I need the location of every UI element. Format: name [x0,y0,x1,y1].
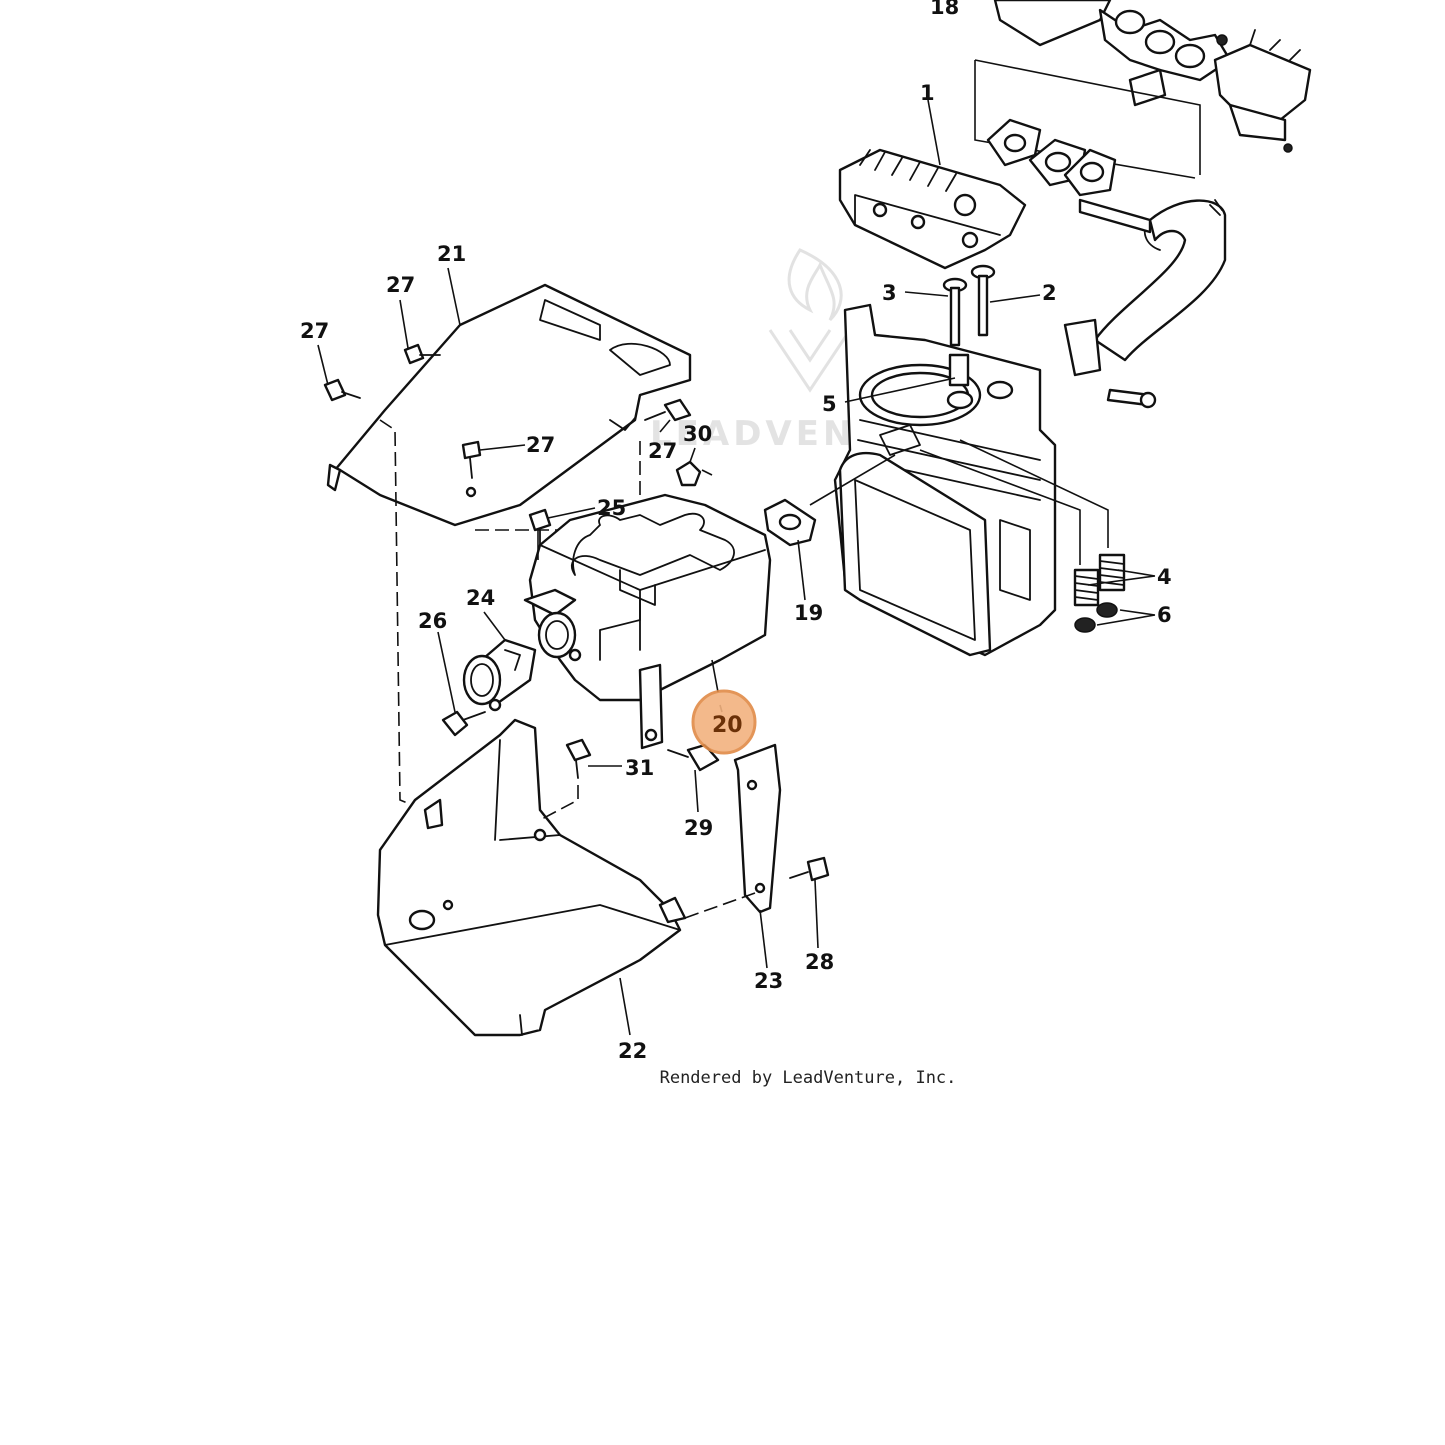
intake-gaskets [986,118,1117,197]
callout-30[interactable]: 30 [683,422,712,446]
callout-27-b[interactable]: 27 [300,319,329,343]
engine-block [833,303,1057,657]
bolts-27 [323,343,692,498]
screw-25 [528,508,552,546]
heat-shield-bottom [376,718,687,1037]
highlight-callout-20[interactable]: 20 [691,689,757,755]
callout-27-d[interactable]: 27 [648,439,677,463]
exhaust-gasket [763,498,817,547]
valves [942,264,996,347]
valve-springs [1073,553,1126,633]
render-credit: Rendered by LeadVenture, Inc. [659,1068,957,1088]
callout-27-a[interactable]: 27 [386,273,415,297]
callout-24[interactable]: 24 [466,586,495,610]
screw-28 [789,856,830,882]
screw-29 [667,743,720,772]
callout-2[interactable]: 2 [1042,281,1057,305]
callout-31[interactable]: 31 [625,756,654,780]
callout-27-c[interactable]: 27 [526,433,555,457]
heat-shield-top [326,283,692,527]
callout-26[interactable]: 26 [418,609,447,633]
carburetor-assembly [993,0,1312,153]
callout-29[interactable]: 29 [684,816,713,840]
nut-30 [675,460,713,487]
screw-26 [441,710,486,737]
callout-1[interactable]: 1 [920,81,935,105]
screw-31 [565,738,592,779]
highlight-marker[interactable] [691,689,757,755]
callout-20[interactable]: 20 [712,713,743,738]
callout-22[interactable]: 22 [618,1039,647,1063]
cylinder-head [838,148,1027,270]
callout-4[interactable]: 4 [1157,565,1172,589]
callout-21[interactable]: 21 [437,242,466,266]
callout-5[interactable]: 5 [822,392,837,416]
callout-19[interactable]: 19 [794,601,823,625]
muffler [523,493,772,702]
callout-23[interactable]: 23 [754,969,783,993]
callout-18[interactable]: 18 [930,0,959,19]
callout-3[interactable]: 3 [882,281,897,305]
callout-28[interactable]: 28 [805,950,834,974]
exhaust-elbow [1063,198,1227,409]
side-bracket [733,743,782,914]
callout-25[interactable]: 25 [597,496,626,520]
callout-6[interactable]: 6 [1157,603,1172,627]
muffler-bracket [638,663,664,750]
tail-pipe [462,638,537,712]
